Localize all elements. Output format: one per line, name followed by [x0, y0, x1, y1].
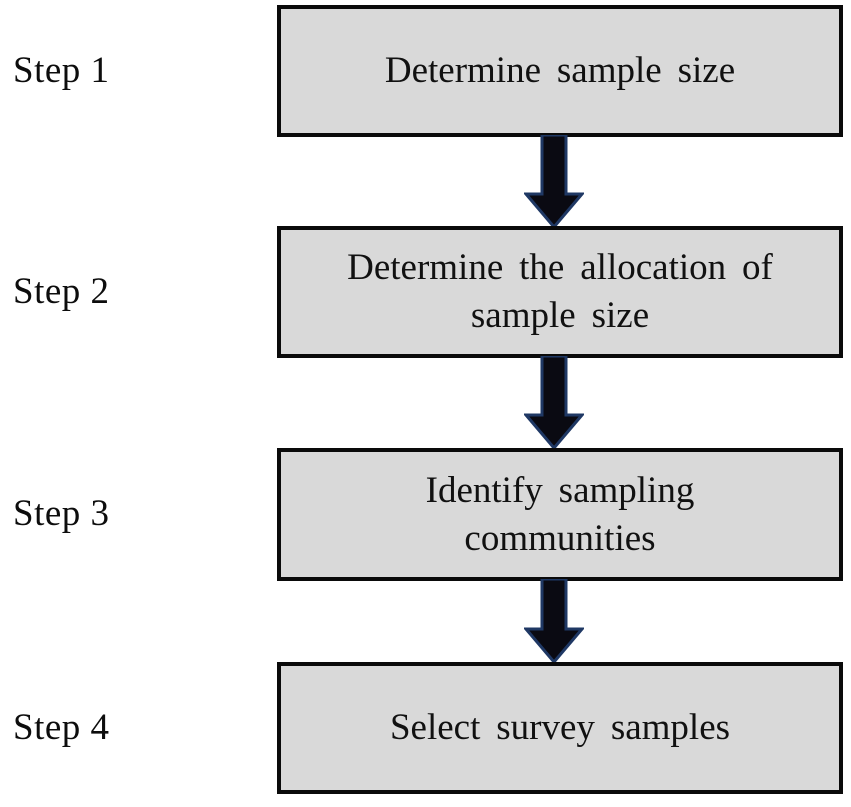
step-4-label: Step 4	[13, 707, 110, 748]
block-arrow-down-icon	[524, 356, 584, 450]
step-3-label: Step 3	[13, 493, 110, 534]
step-1-label: Step 1	[13, 50, 110, 91]
process-box-1-line-1: Determine sample size	[384, 50, 736, 91]
block-arrow-down-icon	[524, 135, 584, 229]
process-box-3-line-2: communities	[464, 517, 656, 559]
process-box-determine-sample-size: Determine sample size	[277, 5, 843, 137]
process-box-allocation-of-sample-size: Determine the allocation of sample size	[277, 226, 843, 358]
process-box-select-survey-samples: Select survey samples	[277, 662, 843, 794]
process-box-2-line-2: sample size	[470, 295, 650, 336]
process-box-identify-sampling-communities: Identify sampling communities	[277, 448, 843, 581]
block-arrow-down-icon	[524, 579, 584, 664]
process-box-2-line-1: Determine the allocation of	[347, 247, 773, 288]
process-box-3-line-1: Identify sampling	[425, 469, 695, 511]
process-box-4-line-1: Select survey samples	[389, 707, 731, 748]
step-2-label: Step 2	[13, 271, 110, 312]
